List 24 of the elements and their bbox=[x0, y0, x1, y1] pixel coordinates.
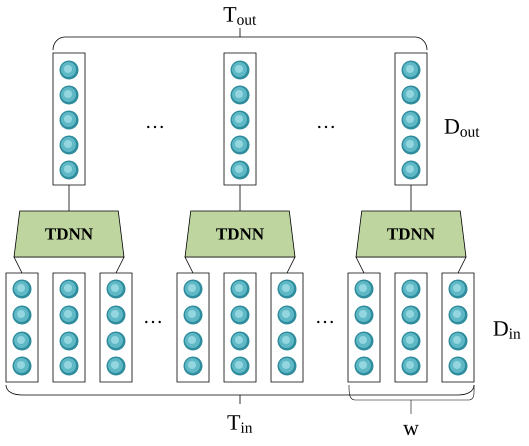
neuron-column bbox=[52, 272, 86, 382]
neuron-column bbox=[224, 52, 256, 186]
axis-label: … bbox=[147, 126, 163, 128]
axis-label: … bbox=[318, 126, 334, 128]
tdnn-block: TDNN bbox=[184, 210, 296, 258]
neuron-column bbox=[176, 272, 210, 382]
axis-label: T$_{out}$ bbox=[224, 7, 256, 25]
axis-label: … bbox=[145, 320, 161, 324]
tdnn-block: TDNN bbox=[14, 210, 124, 258]
neuron-column bbox=[348, 272, 380, 382]
neuron-column bbox=[6, 272, 38, 382]
neuron-column bbox=[52, 52, 86, 186]
axis-label: … bbox=[317, 320, 333, 324]
neuron-column bbox=[394, 52, 428, 186]
axis-label: T$_{in}$ bbox=[227, 415, 252, 433]
neuron-column bbox=[224, 272, 256, 382]
neuron-column bbox=[394, 272, 428, 382]
neuron-column bbox=[270, 272, 304, 382]
tdnn-block: TDNN bbox=[356, 210, 466, 258]
neuron-column bbox=[442, 272, 474, 382]
connector-line bbox=[68, 185, 70, 211]
neuron-column bbox=[100, 272, 132, 382]
axis-label: w bbox=[403, 424, 419, 436]
connector-line bbox=[410, 185, 412, 211]
